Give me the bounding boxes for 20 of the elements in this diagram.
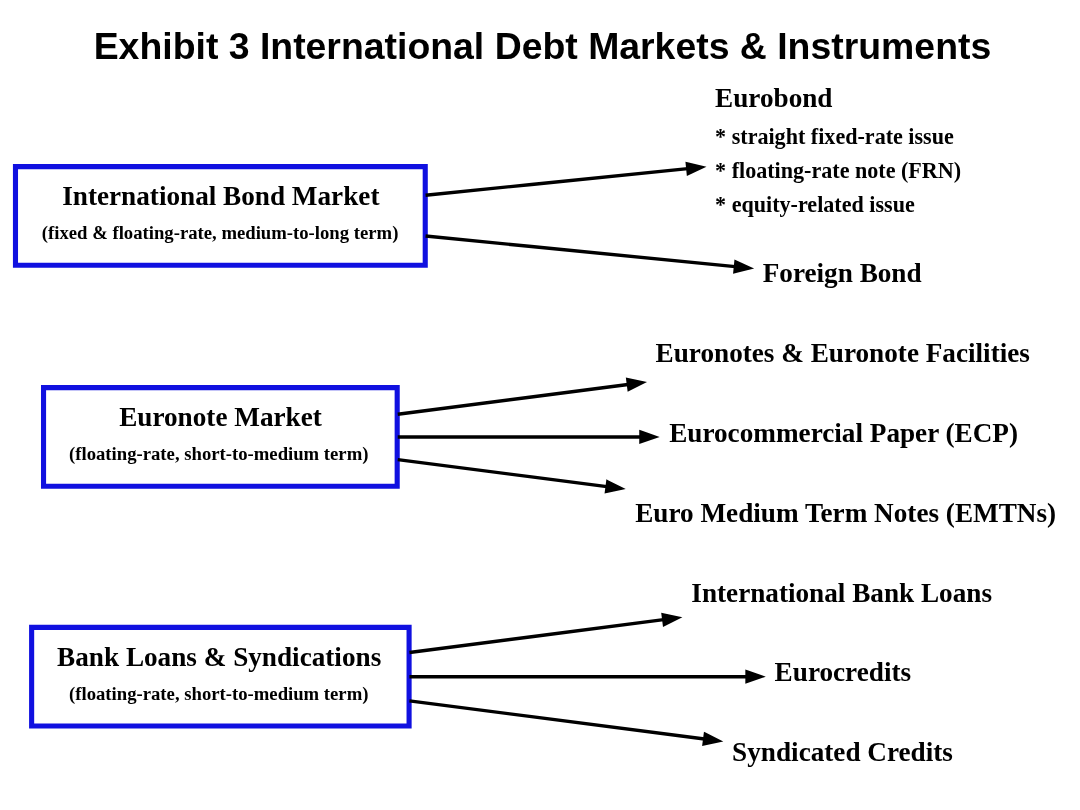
node-box: Euronote Market (floating-rate, short-to-medium term) [41,384,400,489]
node-text: International Bank Loans [691,577,992,608]
arrow [397,377,647,416]
node-text: Syndicated Credits [732,736,953,767]
arrow [397,457,626,494]
node-text: Euro Medium Term Notes (EMTNs) [635,497,1057,528]
arrow [409,669,766,684]
node-text: Eurobond * straight fixed-rate issue * floating-rate note (FRN) * equity-related issue [715,82,962,217]
diagram-title: Exhibit 3 International Debt Markets & Instruments [93,24,992,67]
node-text: Eurocommercial Paper (ECP) [669,417,1019,448]
arrow [409,698,724,746]
node-text: Eurocredits [774,656,912,687]
arrow [397,429,660,444]
node-box: Bank Loans & Syndications (floating-rate, short-to-medium term) [29,624,412,729]
node-text: Euronotes & Euronote Facilities [655,337,1030,368]
arrow [409,612,683,654]
arrow [425,233,755,274]
node-text: Foreign Bond [762,257,922,288]
arrow [425,161,707,197]
node-box: International Bond Market (fixed & floating-rate, medium-to-long term) [12,163,428,268]
